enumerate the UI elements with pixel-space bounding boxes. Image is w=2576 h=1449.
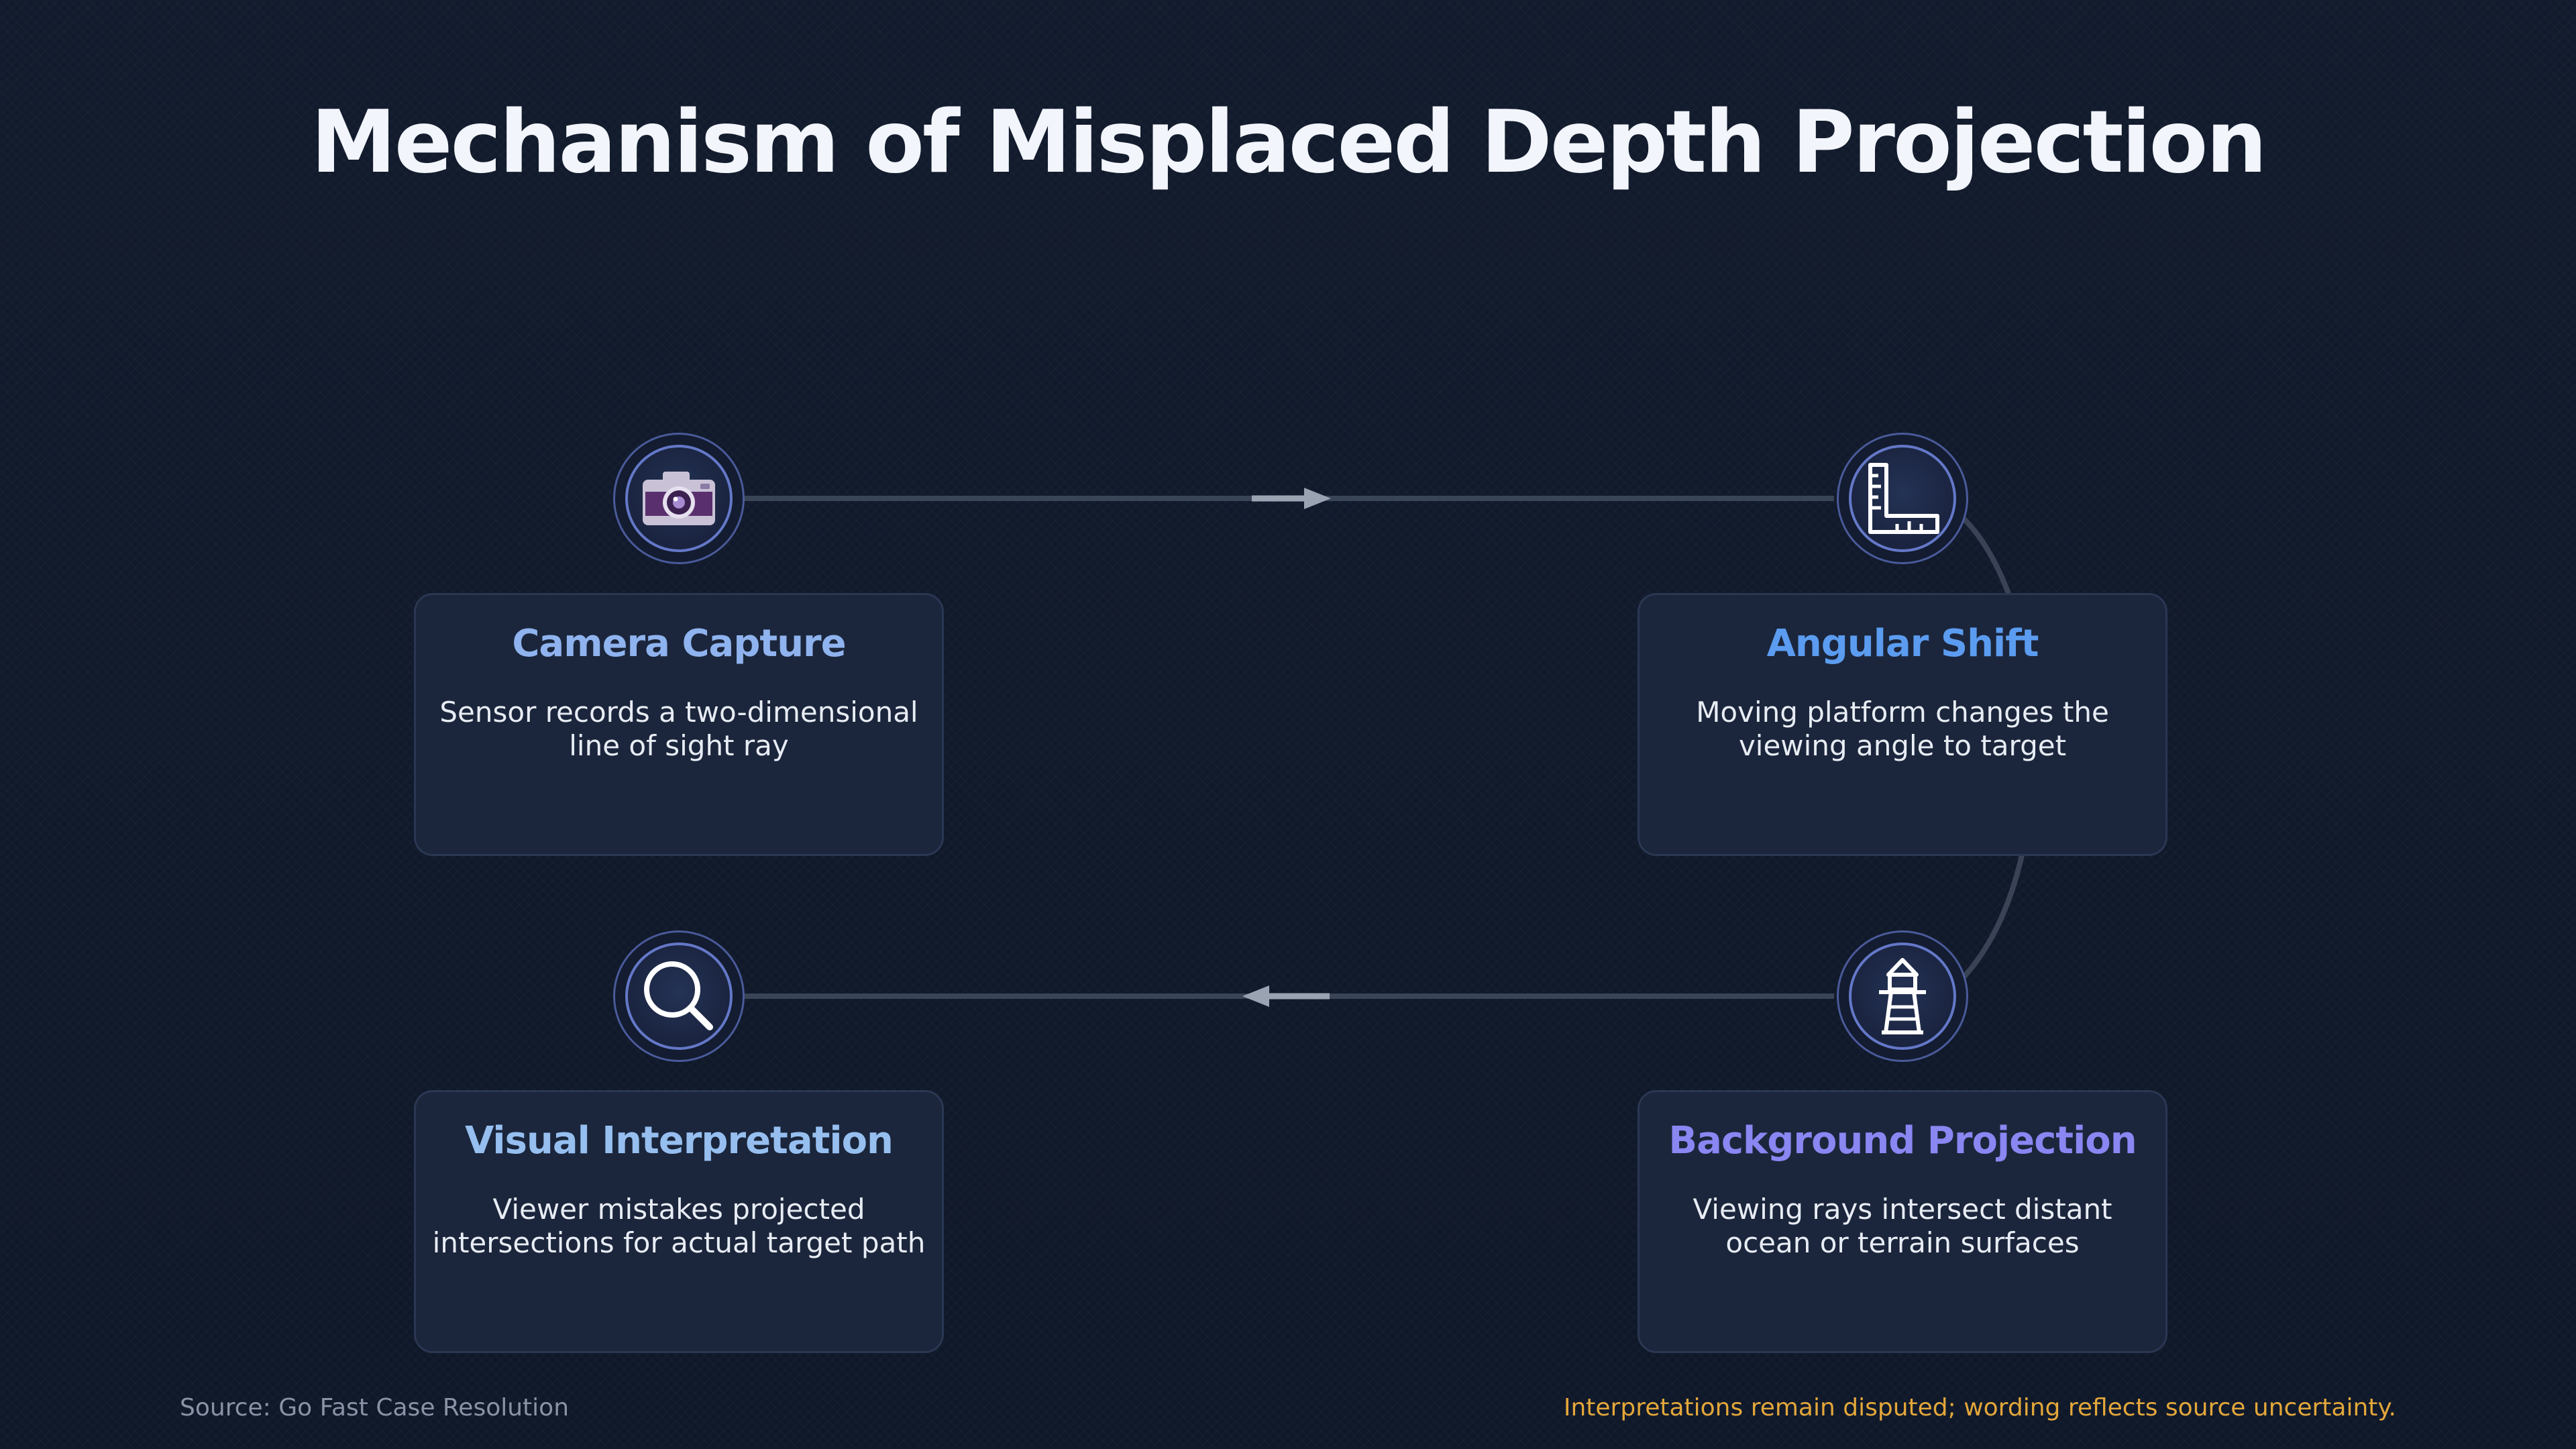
step-node-projection (1837, 930, 1968, 1062)
step-card-camera-capture: Camera Capture Sensor records a two-dime… (414, 593, 944, 856)
camera-icon (643, 472, 715, 525)
step-description: Viewing rays intersect distant ocean or … (1693, 1193, 2112, 1259)
step-description: Moving platform changes the viewing angl… (1696, 696, 2109, 762)
uncertainty-note: Interpretations remain disputed; wording… (1563, 1394, 2396, 1421)
page-title: Mechanism of Misplaced Depth Projection (311, 93, 2267, 193)
source-credit: Source: Go Fast Case Resolution (180, 1394, 570, 1421)
arrow-right-icon (1252, 488, 1331, 509)
step-card-visual-interpretation: Visual Interpretation Viewer mistakes pr… (414, 1090, 944, 1353)
lighthouse-icon (1879, 958, 1926, 1034)
step-title: Visual Interpretation (465, 1119, 894, 1163)
step-node-camera (613, 433, 745, 564)
step-title: Background Projection (1668, 1119, 2137, 1163)
ruler-square-icon (1868, 463, 1939, 534)
step-node-interpretation (613, 930, 745, 1062)
step-card-background-projection: Background Projection Viewing rays inter… (1638, 1090, 2167, 1353)
step-description: Viewer mistakes projected intersections … (432, 1193, 926, 1259)
arrow-left-icon (1242, 985, 1330, 1007)
step-description: Sensor records a two-dimensional line of… (439, 696, 918, 762)
step-title: Camera Capture (512, 622, 846, 665)
step-card-angular-shift: Angular Shift Moving platform changes th… (1638, 593, 2167, 856)
step-node-angle (1837, 433, 1968, 564)
magnifier-icon (644, 961, 713, 1030)
step-title: Angular Shift (1766, 622, 2039, 665)
